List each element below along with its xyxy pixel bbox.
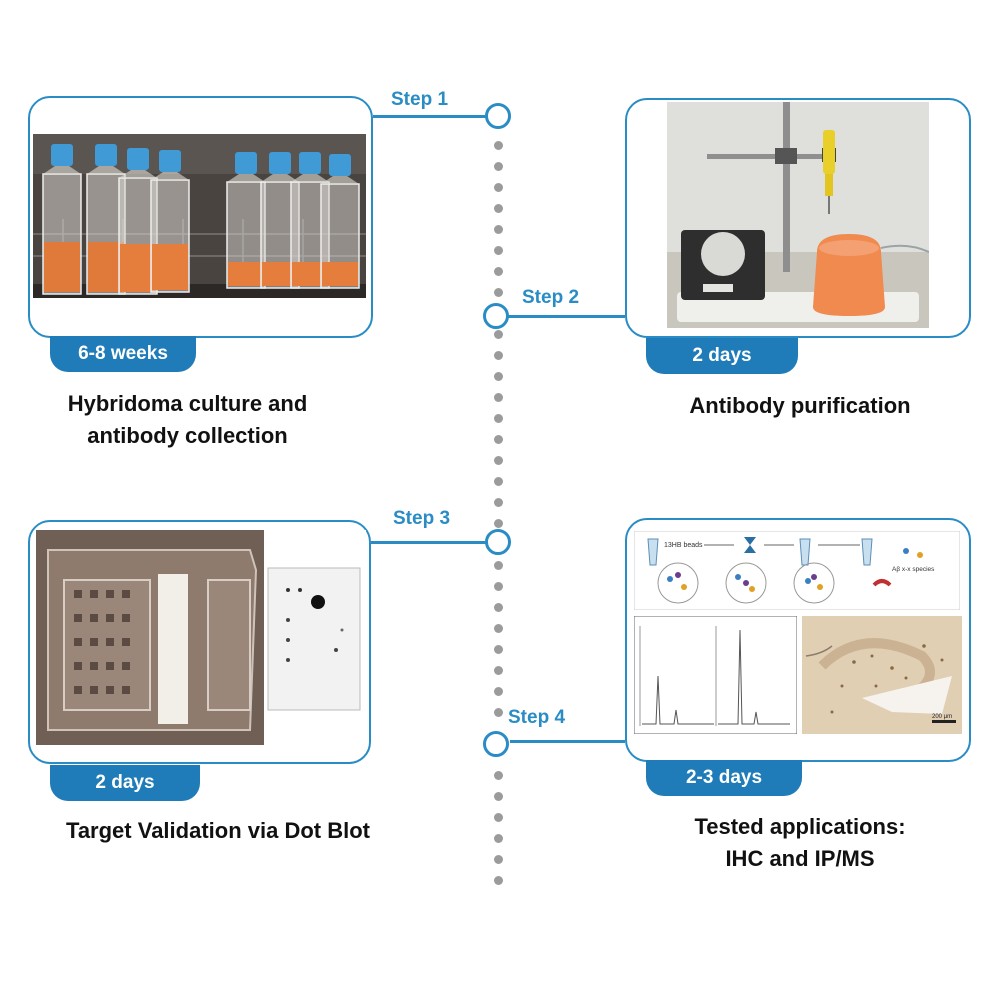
step-3-duration-tab: 2 days [50, 765, 200, 801]
step-4-label: Step 4 [508, 707, 566, 728]
ipms-spectrum-photo [634, 616, 797, 734]
timeline-dot [494, 267, 503, 276]
step-2-caption: Antibody purification [600, 390, 996, 422]
dot-blot-photo [36, 530, 366, 745]
timeline-dot [494, 183, 503, 192]
step-4-caption: Tested applications: IHC and IP/MS [600, 811, 996, 875]
step-3-caption-line-1: Target Validation via Dot Blot [66, 818, 370, 843]
step-2-connector [508, 315, 625, 318]
step-1-caption: Hybridoma culture and antibody collectio… [20, 388, 355, 452]
purification-apparatus-photo [667, 102, 929, 328]
timeline-dot [494, 771, 503, 780]
timeline-dot [494, 330, 503, 339]
timeline-dot [494, 372, 503, 381]
step-2-label: Step 2 [522, 287, 580, 308]
timeline-dot [494, 624, 503, 633]
timeline-dot [494, 162, 503, 171]
step-1-duration-tab: 6-8 weeks [50, 336, 196, 372]
culture-flasks-photo [33, 134, 366, 298]
timeline-dot [494, 225, 503, 234]
timeline-dot [494, 204, 503, 213]
scale-bar-label: 200 μm [932, 714, 952, 720]
timeline-dot [494, 561, 503, 570]
step-1-caption-line-1: Hybridoma culture and [67, 391, 308, 416]
timeline-dot [494, 708, 503, 717]
timeline-dot [494, 141, 503, 150]
timeline-dot [494, 246, 503, 255]
timeline-dot [494, 435, 503, 444]
ihc-ipms-schematic: 13HB beads Aβ x-x species [634, 531, 960, 610]
timeline-dot [494, 603, 503, 612]
step-4-node [483, 731, 509, 757]
timeline-dot [494, 456, 503, 465]
step-2-duration-tab: 2 days [646, 338, 798, 374]
step-1-label: Step 1 [391, 89, 449, 110]
timeline-dot [494, 288, 503, 297]
timeline-dot [494, 498, 503, 507]
step-3-node [485, 529, 511, 555]
step-4-duration-tab: 2-3 days [646, 760, 802, 796]
step-1-caption-line-2: antibody collection [87, 423, 288, 448]
timeline-dot [494, 792, 503, 801]
timeline-dot [494, 876, 503, 885]
timeline-dot [494, 477, 503, 486]
step-1-connector [373, 115, 486, 118]
step-4-caption-line-1: Tested applications: [694, 814, 906, 839]
timeline-dot [494, 855, 503, 864]
beads-label: 13HB beads [664, 542, 703, 549]
step-1-node [485, 103, 511, 129]
timeline-dot [494, 687, 503, 696]
step-3-connector [371, 541, 486, 544]
timeline-dot [494, 645, 503, 654]
timeline-dot [494, 834, 503, 843]
ihc-brain-section-photo: 200 μm [802, 616, 962, 734]
timeline-dot [494, 666, 503, 675]
step-2-caption-line-1: Antibody purification [689, 393, 911, 418]
step-4-caption-line-2: IHC and IP/MS [725, 846, 875, 871]
timeline-dot [494, 393, 503, 402]
step-3-label: Step 3 [393, 508, 451, 529]
timeline-dot [494, 414, 503, 423]
step-3-caption: Target Validation via Dot Blot [8, 815, 428, 847]
timeline-dot [494, 351, 503, 360]
step-4-connector [510, 740, 625, 743]
timeline-dot [494, 813, 503, 822]
species-label: Aβ x-x species [892, 566, 935, 573]
timeline-dot [494, 519, 503, 528]
step-2-node [483, 303, 509, 329]
timeline-dot [494, 582, 503, 591]
